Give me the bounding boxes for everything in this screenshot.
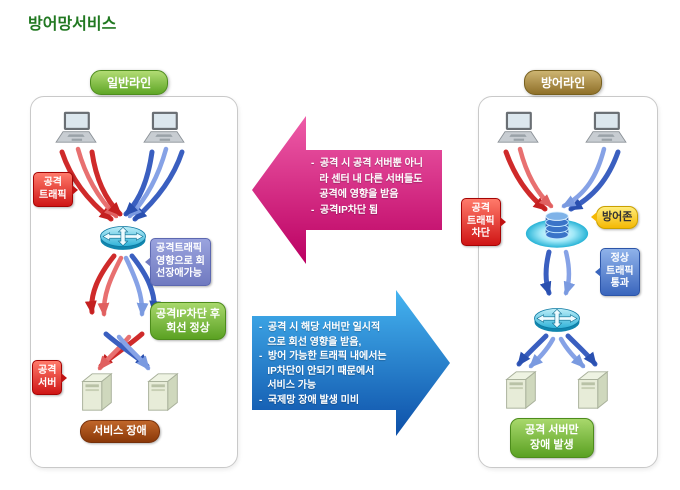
laptop-icon (138, 110, 190, 150)
laptop-icon (580, 110, 632, 150)
laptop-icon (492, 110, 544, 150)
server-failure-badge: 공격 서버만 장애 발생 (510, 418, 594, 458)
defense-line-header-badge: 방어라인 (524, 70, 603, 95)
router-icon (98, 216, 148, 252)
defense-zone-badge: 방어존 (590, 206, 639, 229)
server-icon (76, 370, 116, 414)
traffic-impact-badge: 공격트래픽 영향으로 회 선장애가능 (145, 238, 211, 286)
server-icon (142, 370, 182, 414)
defense-line-note: - 공격 시 해당 서버만 일시적 으로 회선 영향을 받음, - 방어 가능한… (259, 322, 387, 406)
normal-traffic-badge: 정상 트래픽 통과 (595, 248, 640, 296)
general-line-header-badge: 일반라인 (90, 70, 169, 95)
general-line-note: - 공격 시 공격 서버뿐 아니 라 센터 내 다른 서버들도 공격에 영향을 … (311, 158, 423, 216)
attack-server-badge: 공격 서버 (32, 360, 68, 395)
laptop-icon (50, 110, 102, 150)
attack-block-badge: 공격 트래픽 차단 (461, 198, 506, 246)
defense-zone-icon (524, 202, 590, 252)
page-title: 방어망서비스 (28, 16, 117, 33)
server-icon (572, 368, 612, 412)
attack-traffic-badge: 공격 트래픽 (33, 172, 78, 207)
ip-block-badge: 공격IP차단 후 회선 정상 (150, 302, 227, 340)
router-icon (532, 298, 582, 334)
server-icon (500, 368, 540, 412)
service-failure-badge: 서비스 장애 (80, 420, 160, 443)
